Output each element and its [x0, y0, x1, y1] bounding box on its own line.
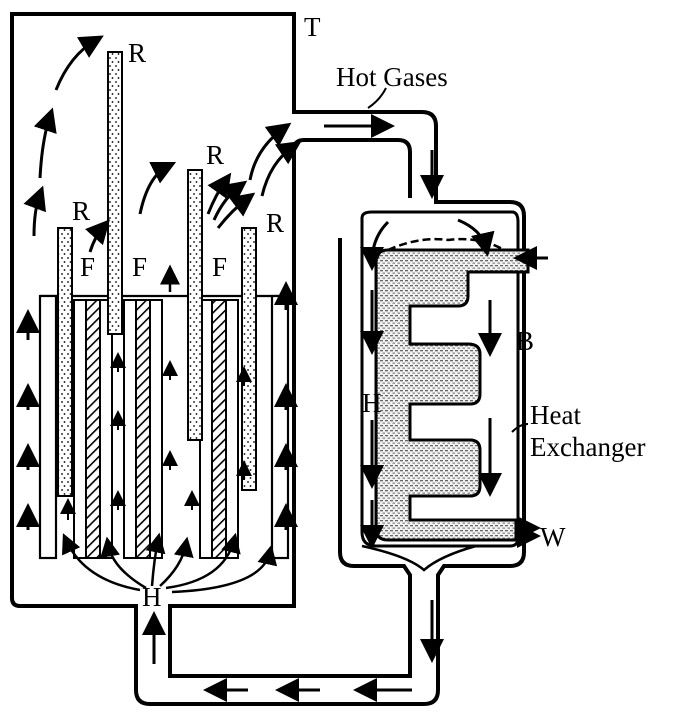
label-hot-gases: Hot Gases: [336, 62, 448, 92]
core-bottom-flow: [62, 532, 278, 594]
fuel-elements: [73, 299, 239, 559]
label-fuel-1: F: [80, 252, 95, 282]
hot-gas-pointer-line: [367, 87, 387, 109]
label-exchanger-h: H: [362, 388, 382, 418]
exchanger-outlet: [361, 544, 477, 572]
return-flow-arrows: [142, 611, 412, 702]
label-rod-4: R: [266, 208, 284, 238]
label-water: W: [540, 522, 566, 552]
label-rod-1: R: [128, 38, 146, 68]
label-boiler: B: [516, 326, 534, 356]
label-fuel-3: F: [212, 252, 227, 282]
exchanger-flow-arrows: [360, 218, 548, 549]
label-core-h: H: [142, 582, 162, 612]
reactor-core: [38, 294, 296, 560]
hot-gas-arrows: [324, 114, 444, 663]
core-flow-arrows: [15, 264, 298, 530]
control-rods: [57, 51, 257, 497]
heat-exchanger: [360, 210, 530, 548]
label-exchanger: Exchanger: [530, 432, 645, 462]
rising-gas-arrows: [23, 35, 302, 253]
label-tank: T: [304, 12, 321, 42]
exchanger-pointer-line: [511, 423, 529, 433]
label-rod-3: R: [206, 140, 224, 170]
label-heat: Heat: [530, 400, 581, 430]
label-rod-2: R: [72, 196, 90, 226]
label-fuel-2: F: [132, 252, 147, 282]
